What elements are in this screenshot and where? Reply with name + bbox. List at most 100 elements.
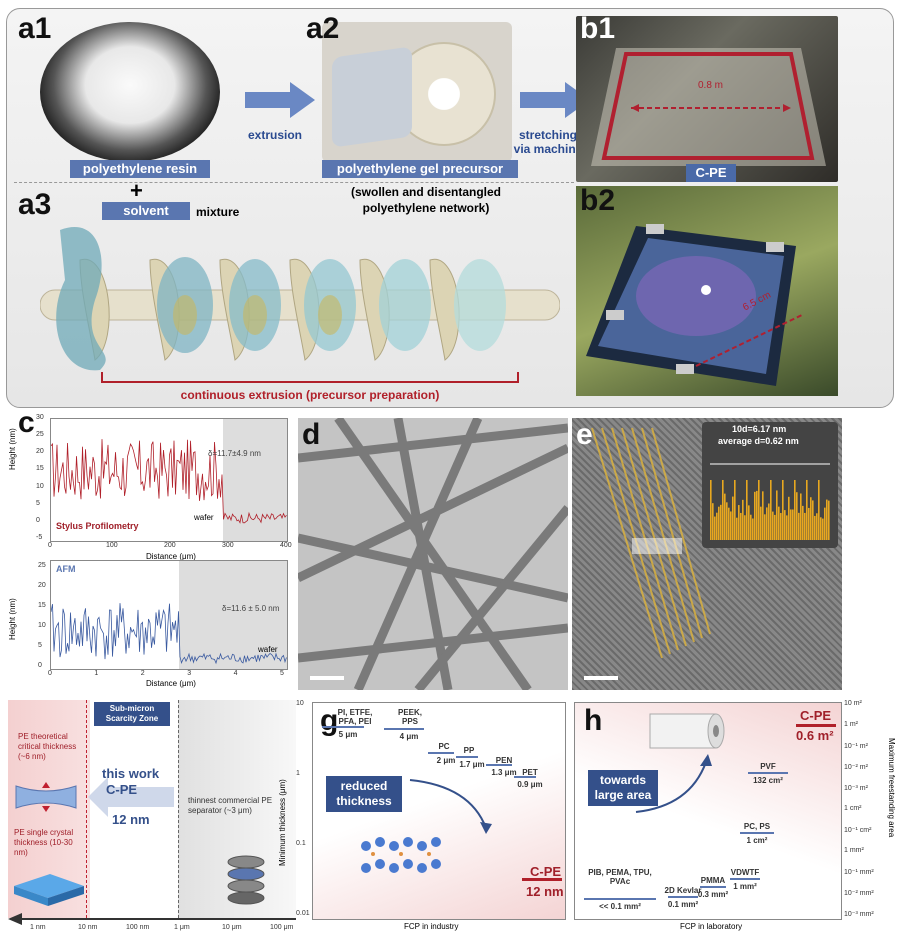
top-yticks-4: 10: [36, 482, 44, 490]
machine-photo: [576, 16, 838, 182]
spectrum-bar: [786, 515, 788, 540]
h-area: 0.6 m²: [796, 728, 834, 743]
g-item-name-4: PEN: [495, 756, 513, 765]
solvent-box: solvent: [102, 202, 190, 220]
f-xticks-5: 100 μm: [270, 924, 294, 931]
label-b1: b1: [580, 12, 616, 45]
top-yticks-0: 30: [36, 414, 44, 421]
bot-legend: AFM: [56, 564, 76, 574]
g-item-name-3: PP: [463, 746, 475, 755]
h-item-name-0: PVF: [760, 762, 776, 771]
reduced-box: reduced thickness: [326, 776, 402, 812]
label-d: d: [302, 418, 321, 451]
top-legend: Stylus Profilometry: [56, 521, 139, 531]
scalebar-e: [584, 676, 618, 680]
spectrum-bar: [802, 505, 804, 540]
g-item-value-5: 0.9 μm: [517, 780, 543, 789]
g-yticks-1: 1: [296, 770, 300, 777]
spectrum-bar: [718, 506, 720, 540]
h-roll-icon: [649, 713, 725, 749]
spectrum-bar: [776, 490, 778, 540]
h-yticks-6: 10⁻¹ cm²: [844, 827, 872, 834]
bot-yticks-4: 5: [38, 642, 42, 649]
f-xticks-4: 10 μm: [222, 924, 242, 931]
bot-xticks-0: 0: [48, 670, 52, 677]
towards-box: towards large area: [588, 770, 658, 806]
spectrum-bar: [798, 512, 800, 540]
spectrum-bar: [754, 491, 756, 540]
g-ylabel: Minimum thickness (μm): [278, 779, 287, 866]
spectrum-bar: [736, 517, 738, 540]
spectrum-bar: [716, 512, 718, 540]
membrane-photo: [576, 186, 838, 396]
top-xticks-4: 400: [280, 542, 292, 549]
h-item-value-1: 1 cm²: [746, 836, 768, 845]
label-a2: a2: [306, 12, 340, 45]
f-line-1um: [178, 700, 179, 918]
g-yticks-3: 0.01: [296, 910, 310, 917]
spectrum-bar: [738, 505, 740, 540]
theory-label: PE theoretical critical thickness (~6 nm…: [18, 732, 77, 761]
top-yticks-3: 15: [36, 465, 44, 473]
h-bar-0: [748, 772, 788, 774]
h-bar-2: [730, 878, 760, 880]
h-cpe-line: [796, 724, 836, 727]
hrtem-image-e: [572, 418, 842, 690]
spectrum-bar: [712, 503, 714, 540]
spectrum-bar: [746, 480, 748, 540]
label-g: g: [320, 704, 339, 737]
gel-box: polyethylene gel precursor: [322, 160, 518, 178]
spectrum-bar: [732, 496, 734, 540]
top-delta: δ=11.7±4.9 nm: [208, 449, 261, 458]
spectrum-bar: [826, 499, 828, 540]
g-bar-3: [456, 756, 478, 758]
spectrum-bar: [770, 480, 772, 540]
g-nm: 12 nm: [526, 884, 564, 899]
bot-xticks-4: 4: [233, 670, 238, 677]
spectrum-bar: [720, 504, 722, 540]
top-yticks-1: 25: [36, 431, 44, 439]
spectrum-bar: [750, 514, 752, 540]
g-yticks-0: 10: [296, 700, 304, 707]
bottom-chart: [50, 560, 288, 670]
topchart-trace: [51, 439, 287, 524]
spectrum-bar: [812, 500, 814, 540]
stretching-label: stretching via machine: [513, 128, 583, 156]
spectrum-bar: [726, 502, 728, 540]
h-bar-1: [740, 832, 774, 834]
thiswork-arrow-icon: [88, 777, 174, 817]
thiswork-label: this work: [102, 766, 160, 781]
spectrum-bar: [820, 517, 822, 540]
plus-sign: +: [130, 178, 143, 203]
spectrum-bar: [740, 512, 742, 540]
top-yticks-5: 5: [36, 499, 40, 507]
g-item-name-2: PC: [438, 742, 450, 751]
h-item-name-2: VDWTF: [730, 868, 760, 877]
f-axis-arrow-icon: [8, 913, 22, 925]
f-xticks-0: 1 nm: [30, 924, 46, 931]
spectrum-bar: [824, 507, 826, 540]
h-yticks-5: 1 cm²: [844, 805, 862, 812]
h-yticks-1: 1 m²: [844, 721, 858, 728]
crystal-icon: [14, 874, 84, 906]
bot-delta: δ=11.6 ± 5.0 nm: [222, 604, 280, 613]
divider-dashed: [14, 182, 574, 183]
botchart-trace: [51, 603, 287, 665]
continuous-label: continuous extrusion (precursor preparat…: [180, 388, 440, 402]
spectrum-bar: [784, 510, 786, 540]
top-wafer: wafer: [194, 513, 214, 522]
top-yticks-2: 20: [36, 448, 44, 456]
spectrum-bar: [764, 514, 766, 540]
scalebar-d: [310, 676, 344, 680]
g-xlabel: FCP in industry: [404, 922, 459, 931]
h-item-name-5: PIB, PEMA, TPU, PVAc: [588, 868, 652, 886]
molecule-icon: [361, 837, 441, 873]
network-label: (swollen and disentangled polyethylene n…: [350, 185, 502, 215]
spectrum-bar: [772, 511, 774, 540]
label-h: h: [584, 704, 603, 737]
h-yticks-2: 10⁻¹ m²: [844, 743, 868, 750]
spectrum-bar: [808, 507, 810, 540]
h-ylabel: Maximum freestanding area: [887, 738, 896, 838]
h-item-name-1: PC, PS: [743, 822, 771, 831]
bot-xticks-5: 5: [280, 670, 284, 677]
